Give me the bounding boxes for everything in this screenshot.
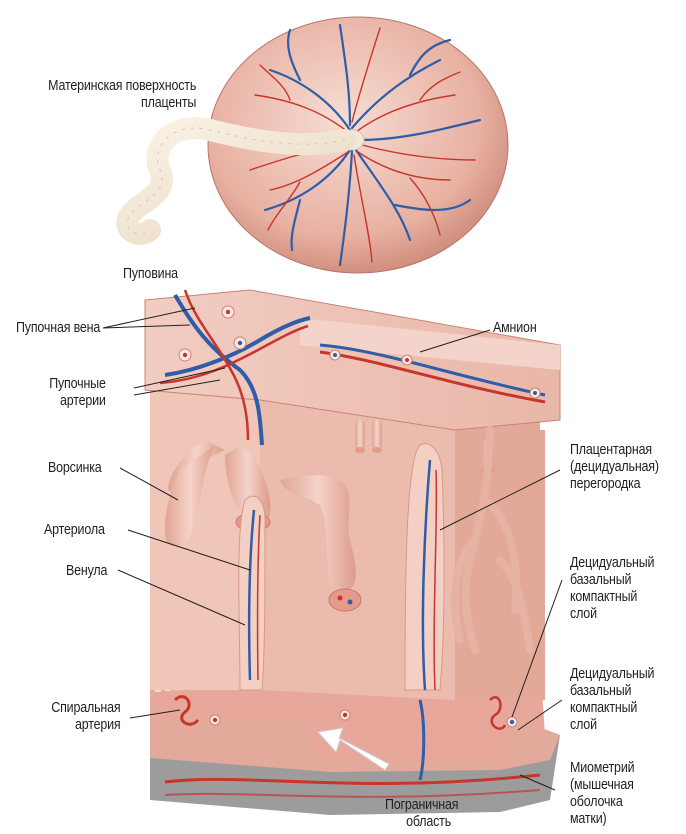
label-amnion: Амнион [493,320,537,337]
label-arteriole: Артериола [44,522,105,539]
label-placental-septum: Плацентарная(децидуальная)перегородка [570,442,659,493]
label-umbilical-vein: Пупочная вена [16,320,100,337]
label-spiral-artery: Спиральнаяартерия [51,700,120,734]
label-decidua-compact-1: Децидуальныйбазальныйкомпактныйслой [570,555,654,623]
label-umbilical-arteries: Пупочныеартерии [49,376,106,410]
label-umbilical-cord: Пуповина [123,266,178,283]
label-junctional-zone: Пограничнаяобласть [385,797,458,831]
label-villus: Ворсинка [48,460,102,477]
tissue-block [145,290,560,815]
label-decidua-compact-2: Децидуальныйбазальныйкомпактныйслой [570,666,654,734]
label-myometrium: Миометрий(мышечнаяоболочкаматки) [570,760,634,828]
label-maternal-surface: Материнская поверхностьплаценты [48,78,196,112]
label-venule: Венула [66,563,107,580]
